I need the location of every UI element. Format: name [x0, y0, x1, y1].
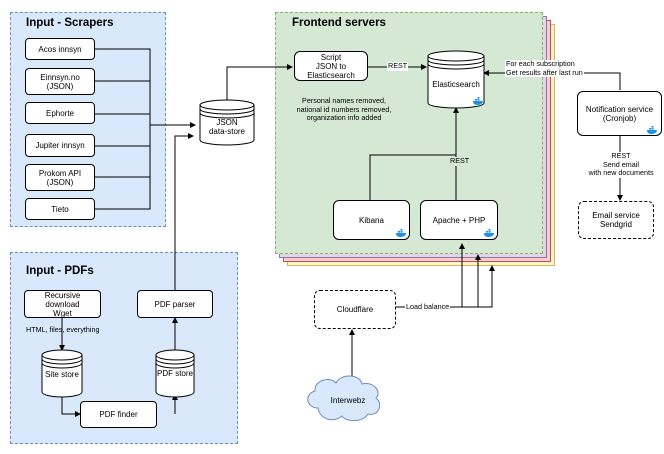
html-files-label: HTML, files, everything	[26, 325, 100, 334]
edge-json-to-script	[226, 64, 293, 100]
acos-innsyn-node: Acos innsyn	[25, 38, 95, 60]
rest-label-script: REST	[387, 61, 409, 71]
rest-label-apache: REST	[449, 156, 471, 166]
subscription-label: For each subscription Get results after …	[505, 59, 584, 77]
script-node: Script JSON to Elasticsearch	[294, 51, 368, 81]
recursive-download-node: Recursive download Wget	[24, 290, 101, 318]
einnsyn-node: Einnsyn.no (JSON)	[25, 68, 95, 95]
docker-icon	[396, 229, 406, 237]
elasticsearch-label: Elasticsearch	[432, 80, 480, 89]
pdf-parser-node: PDF parser	[137, 290, 213, 318]
email-service-node: Email service Sendgrid	[578, 201, 654, 239]
edge-lb-2	[462, 254, 481, 308]
edge-prokom	[95, 125, 151, 178]
pdf-finder-node: PDF finder	[80, 401, 157, 428]
docker-icon	[484, 229, 494, 237]
send-email-label: REST Send email with new documents	[575, 151, 664, 178]
load-balance-label: Load balance	[405, 302, 451, 312]
edge-kibana-up	[369, 154, 456, 200]
tieto-node: Tieto	[25, 198, 95, 220]
json-store-cylinder	[199, 99, 255, 146]
json-store-label: JSON data-store	[208, 118, 246, 136]
frontend-servers-title: Frontend servers	[292, 17, 386, 29]
edge-lb-3	[478, 265, 495, 308]
edge-site-to-finder	[61, 395, 81, 417]
docker-icon	[647, 126, 657, 134]
site-store-cylinder	[41, 349, 83, 398]
pdf-store-cylinder	[155, 349, 195, 398]
edge-tieto	[95, 177, 151, 210]
interwebz-label: Interwebz	[330, 396, 366, 405]
site-store-label: Site store	[45, 370, 79, 379]
cloud-icon	[307, 375, 381, 422]
pdfs-title: Input - PDFs	[26, 265, 94, 277]
jupiter-innsyn-node: Jupiter innsyn	[25, 134, 95, 157]
cloudflare-node: Cloudflare	[314, 290, 396, 329]
ephorte-node: Ephorte	[25, 102, 95, 124]
scrapers-title: Input - Scrapers	[26, 17, 114, 29]
prokom-api-node: Prokom API (JSON)	[25, 164, 95, 191]
database-icon	[41, 50, 485, 398]
notification-service-node: Notification service (Cronjob)	[577, 91, 662, 136]
edge-acos	[95, 48, 196, 128]
edge-parser-to-json	[174, 133, 194, 290]
elasticsearch-cylinder	[427, 50, 485, 109]
pdf-store-label: PDF store	[156, 369, 193, 378]
edge-lb-1	[396, 243, 465, 308]
personal-names-label: Personal names removed, national id numb…	[296, 96, 392, 122]
docker-icon	[473, 97, 483, 105]
